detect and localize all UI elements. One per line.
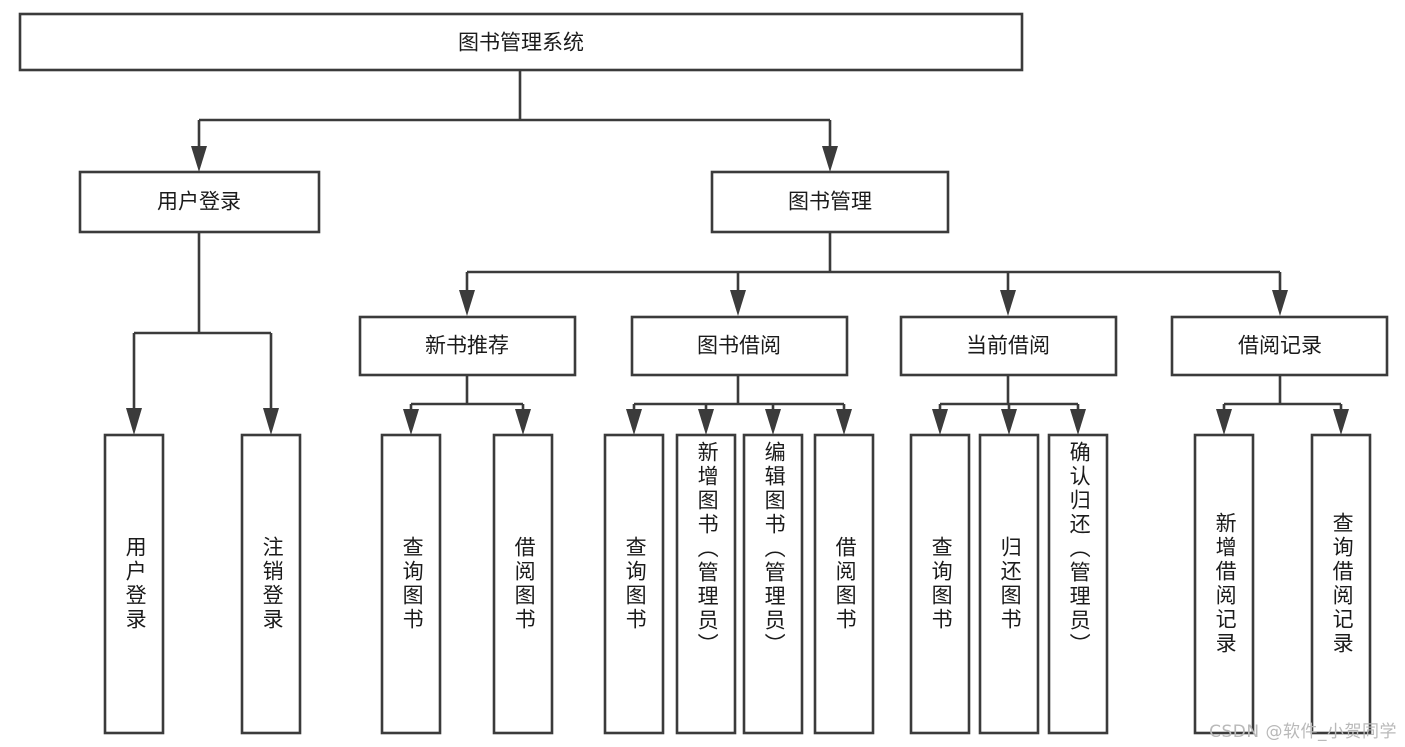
leaf-box-bb-add-book[interactable] xyxy=(675,433,737,735)
node-current-borrow-box[interactable] xyxy=(899,315,1118,377)
arrow-head-br-1 xyxy=(1216,409,1232,435)
connectors-bookborrow-to-leaves xyxy=(626,375,852,435)
node-user-login[interactable]: 用户登录 xyxy=(78,170,321,234)
arrow-head-newbook xyxy=(459,290,475,316)
node-book-manage-box[interactable] xyxy=(710,170,950,234)
arrow-head-bookborrow xyxy=(730,290,746,316)
arrow-head-bookmanage xyxy=(822,146,838,172)
arrow-head-cb-2 xyxy=(1001,409,1017,435)
node-root-label: 图书管理系统 xyxy=(458,32,584,55)
arrow-head-user-login-leaf xyxy=(126,408,142,435)
node-borrow-record-box[interactable] xyxy=(1170,315,1389,377)
node-new-book-recommend-label: 新书推荐 xyxy=(425,335,509,358)
leaf-box-cb-confirm-return[interactable] xyxy=(1047,433,1109,735)
arrow-head-nb-2 xyxy=(515,409,531,435)
leaf-box-br-query-record[interactable] xyxy=(1310,433,1372,735)
connectors-newbook-to-leaves xyxy=(403,375,531,435)
arrow-head-borrowrecord xyxy=(1272,290,1288,316)
connectors-root-to-level2 xyxy=(191,70,838,172)
connectors-userlogin-to-leaves xyxy=(126,232,279,435)
leaf-box-nb-borrow-book[interactable] xyxy=(492,433,554,735)
node-book-borrow-box[interactable] xyxy=(630,315,849,377)
connectors-currentborrow-to-leaves xyxy=(932,375,1086,435)
node-root-box[interactable] xyxy=(18,12,1024,72)
leaf-box-br-add-record[interactable] xyxy=(1193,433,1255,735)
leaf-box-cb-return-book[interactable] xyxy=(978,433,1040,735)
connectors-borrowrecord-to-leaves xyxy=(1216,375,1349,435)
node-user-login-box[interactable] xyxy=(78,170,321,234)
arrow-head-cb-1 xyxy=(932,409,948,435)
arrow-head-bb-3 xyxy=(765,409,781,435)
arrow-head-logout-leaf xyxy=(263,408,279,435)
arrow-head-bb-1 xyxy=(626,409,642,435)
node-new-book-recommend-box[interactable] xyxy=(358,315,577,377)
node-borrow-record[interactable]: 借阅记录 xyxy=(1170,315,1389,377)
node-book-borrow-label: 图书借阅 xyxy=(697,335,781,358)
node-book-manage-label: 图书管理 xyxy=(788,191,872,214)
leaf-box-nb-query-book[interactable] xyxy=(380,433,442,735)
leaf-box-user-login[interactable] xyxy=(103,433,165,735)
node-user-login-label: 用户登录 xyxy=(157,191,241,214)
node-borrow-record-label: 借阅记录 xyxy=(1238,335,1322,358)
leaf-box-bb-borrow-book[interactable] xyxy=(813,433,875,735)
arrow-head-nb-1 xyxy=(403,409,419,435)
arrow-head-userlogin xyxy=(191,146,207,172)
watermark-text: CSDN @软件_小贺同学 xyxy=(1209,722,1397,742)
node-book-borrow[interactable]: 图书借阅 xyxy=(630,315,849,377)
arrow-head-br-2 xyxy=(1333,409,1349,435)
arrow-head-bb-4 xyxy=(836,409,852,435)
arrow-head-bb-2 xyxy=(698,409,714,435)
arrow-head-cb-3 xyxy=(1070,409,1086,435)
arrow-head-currentborrow xyxy=(1000,290,1016,316)
node-book-manage[interactable]: 图书管理 xyxy=(710,170,950,234)
node-root[interactable]: 图书管理系统 xyxy=(18,12,1024,72)
connectors-bookmanage-to-level3 xyxy=(459,232,1288,316)
node-current-borrow[interactable]: 当前借阅 xyxy=(899,315,1118,377)
node-current-borrow-label: 当前借阅 xyxy=(966,335,1050,358)
node-new-book-recommend[interactable]: 新书推荐 xyxy=(358,315,577,377)
leaf-box-bb-edit-book[interactable] xyxy=(742,433,804,735)
leaf-box-cb-query-book[interactable] xyxy=(909,433,971,735)
leaf-box-bb-query-book[interactable] xyxy=(603,433,665,735)
leaf-box-logout[interactable] xyxy=(240,433,302,735)
